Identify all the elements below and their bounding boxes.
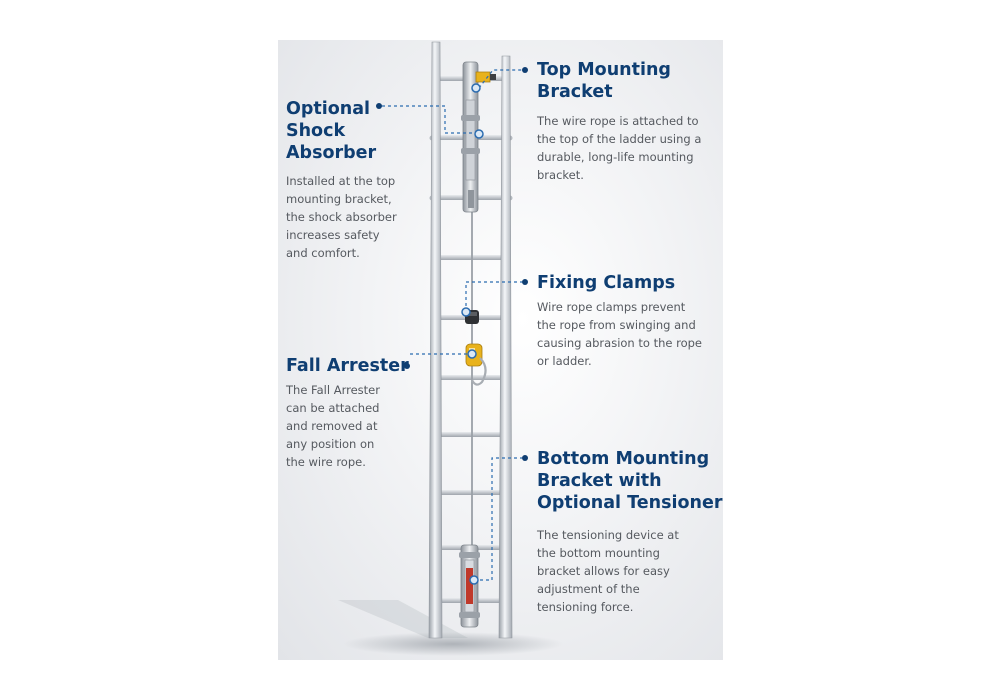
shock-absorber-heading: Optional Shock Absorber <box>286 99 377 163</box>
fall-arrester-desc: The Fall Arrester can be attached and re… <box>286 383 380 469</box>
leader-bottom-bracket <box>474 457 522 581</box>
bottom-bracket-assembly <box>459 544 480 628</box>
ladder-rung <box>438 490 504 495</box>
top-bracket-desc: The wire rope is attached to the top of … <box>537 114 702 182</box>
top-bracket-assembly <box>461 61 496 213</box>
top-bracket-heading: Top Mounting Bracket <box>537 60 671 102</box>
ladder-right-rail <box>498 55 513 639</box>
ladder-rungs <box>438 76 504 603</box>
ladder-rung <box>438 375 504 380</box>
shock-absorber-desc: Installed at the top mounting bracket, t… <box>286 174 397 260</box>
fall-arrester-heading: Fall Arrester <box>286 356 409 376</box>
leader-dots <box>376 67 528 461</box>
fixing-clamps-heading: Fixing Clamps <box>537 273 676 293</box>
leader-lines <box>382 69 522 581</box>
bottom-bracket-heading: Bottom Mounting Bracket with Optional Te… <box>537 449 723 513</box>
leader-shock-absorber <box>382 105 476 134</box>
ladder-illustration <box>338 41 563 656</box>
bottom-bracket-desc: The tensioning device at the bottom moun… <box>537 528 679 614</box>
ladder-rung <box>438 255 504 260</box>
ladder-left-rail <box>428 41 443 639</box>
cast-shadow <box>338 600 468 638</box>
ladder-rung <box>438 432 504 437</box>
fixing-clamps-desc: Wire rope clamps prevent the rope from s… <box>537 300 702 368</box>
leader-fixing-clamps <box>465 281 522 312</box>
target-rings <box>461 83 484 585</box>
diagram-panel: Top Mounting Bracket The wire rope is at… <box>278 40 723 660</box>
leader-top-bracket <box>478 69 522 89</box>
